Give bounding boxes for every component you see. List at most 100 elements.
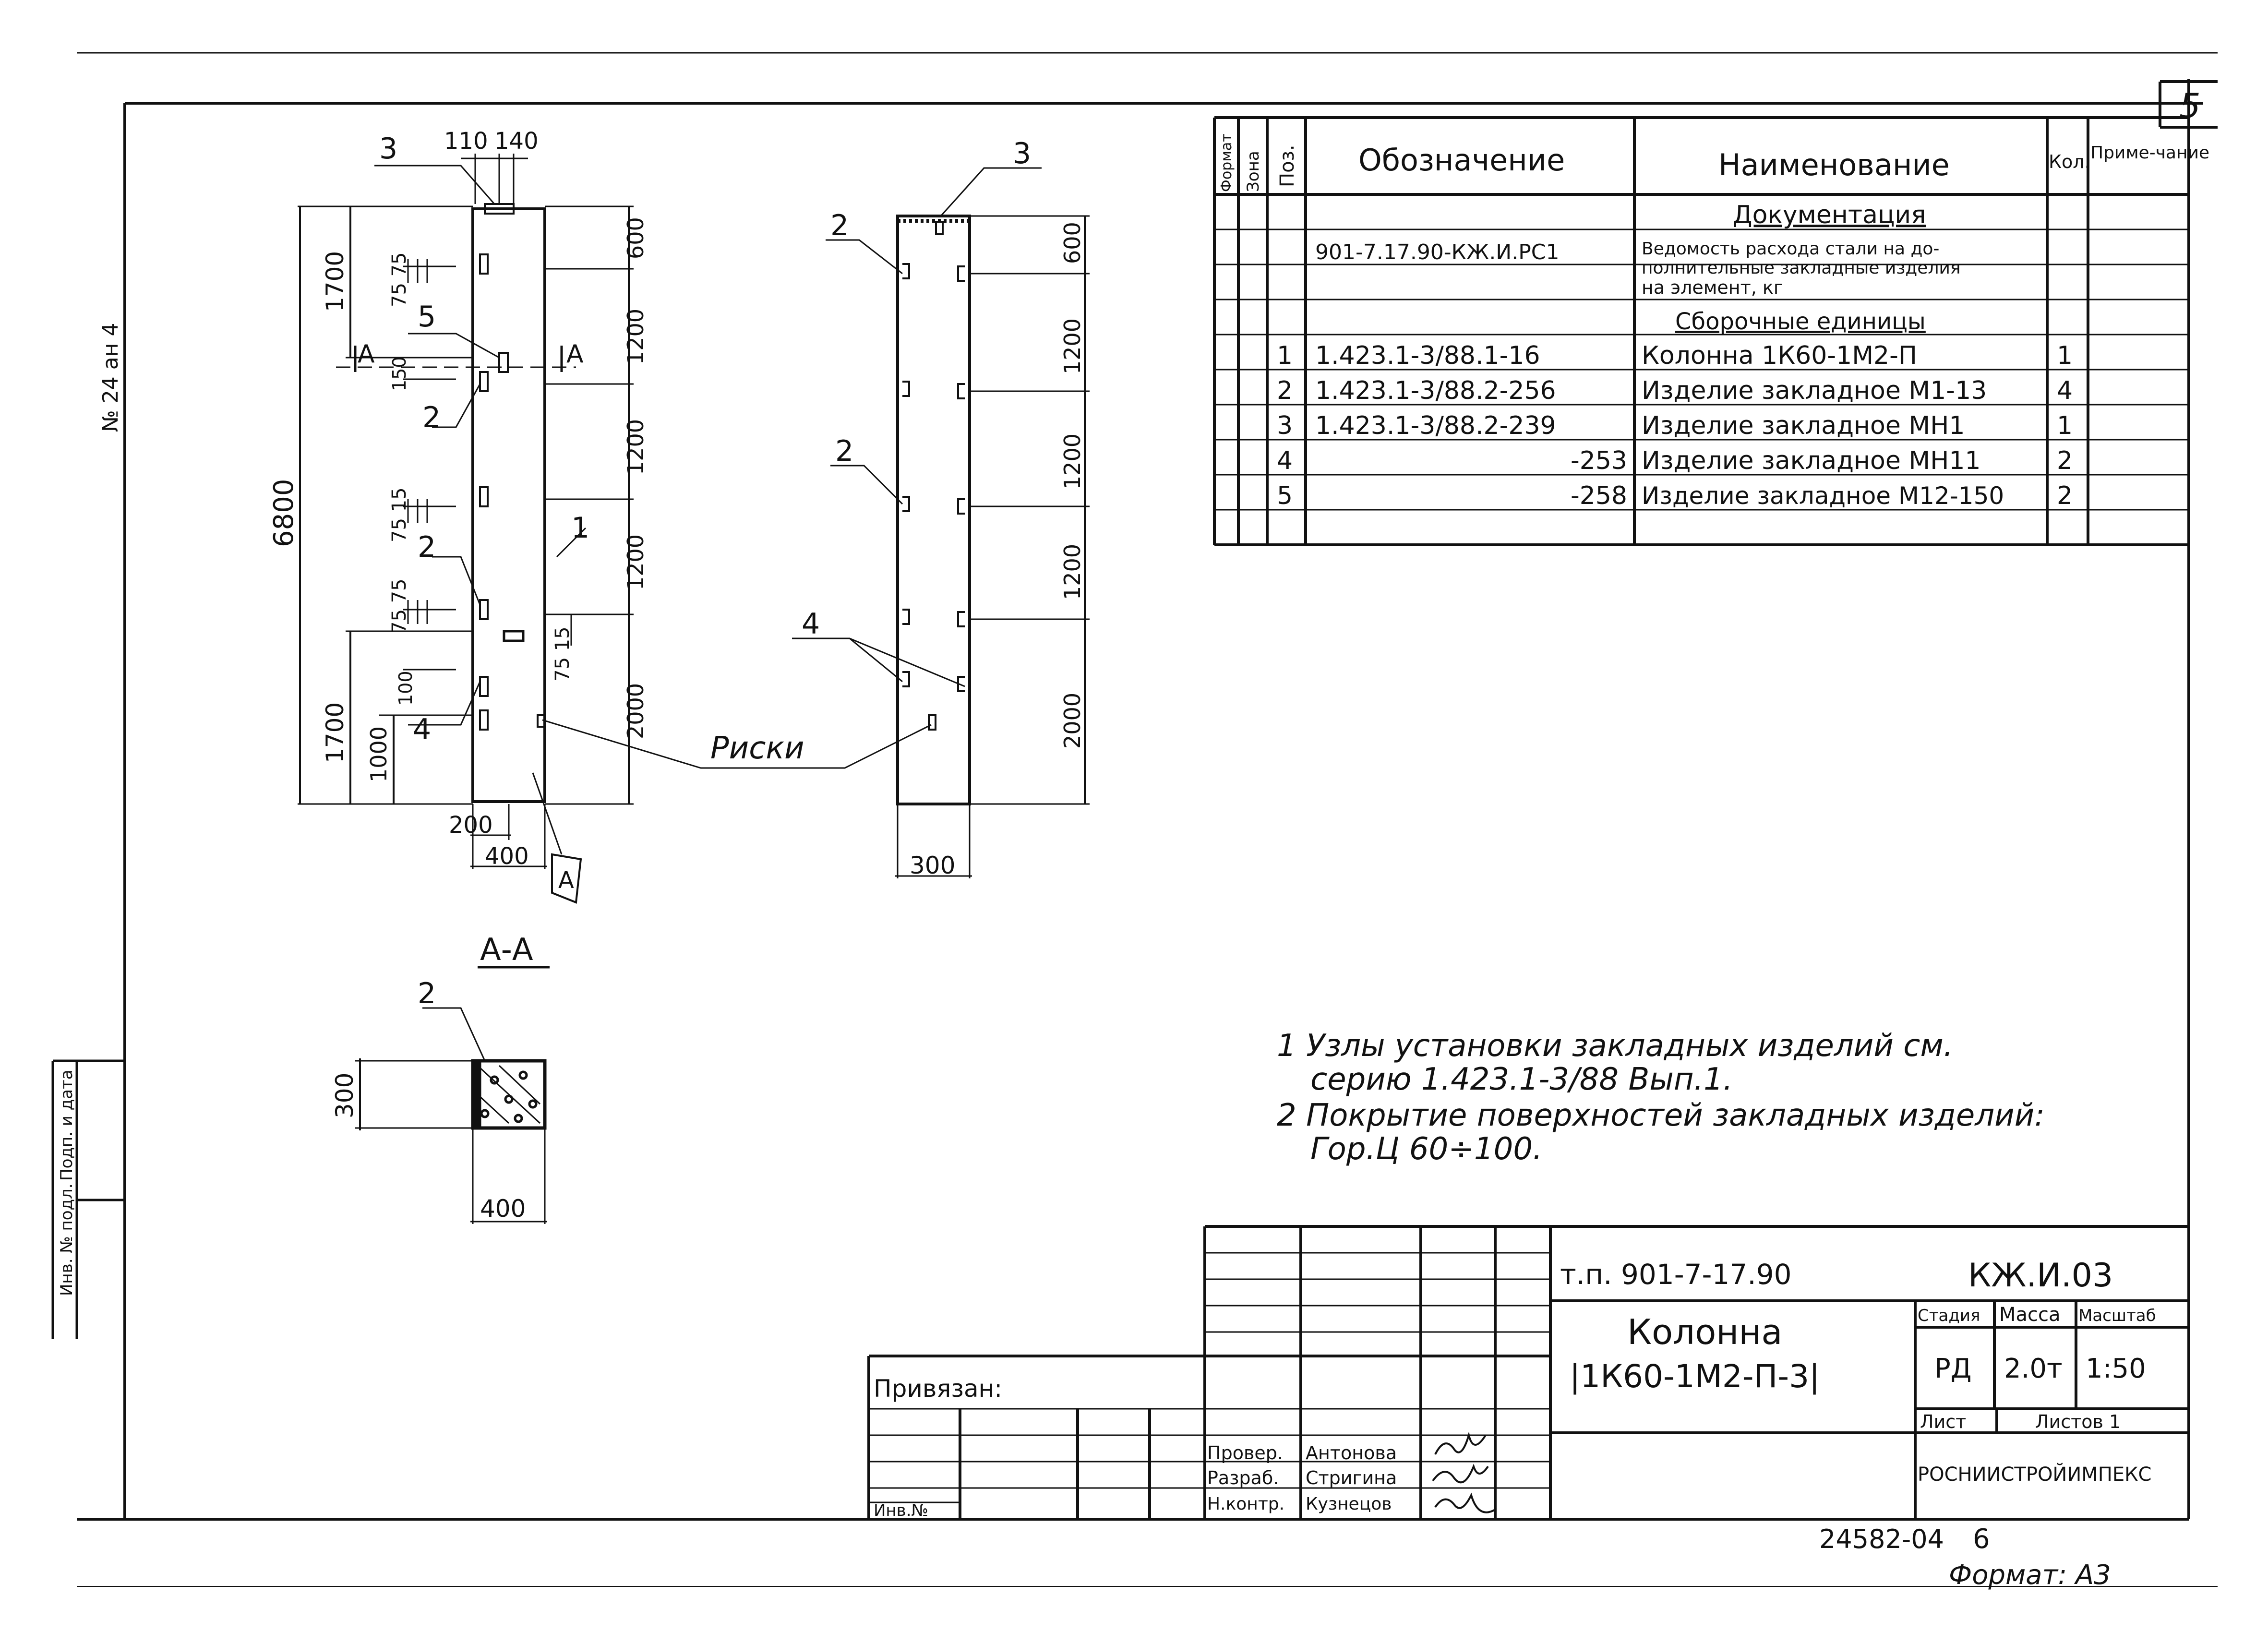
side-right-2000: 2000 xyxy=(1059,693,1085,749)
leader-4: 4 xyxy=(413,713,431,746)
riski-label: Риски xyxy=(710,731,804,766)
top-width-110: 110 xyxy=(444,128,488,155)
row-4-name: Сборочные единицы xyxy=(1675,308,1926,335)
side-view: 3 2 2 4 600 1200 1200 1200 2000 300 xyxy=(542,137,1090,879)
leader-1: 1 xyxy=(571,511,589,545)
side-right-1200-c: 1200 xyxy=(1059,544,1085,600)
top-width-140: 140 xyxy=(494,128,539,155)
pair-75-c: 75 75 xyxy=(388,578,410,634)
row-9-name: Изделие закладное М12-150 xyxy=(1642,482,2004,510)
footer-archive: 24582-04 xyxy=(1819,1524,1944,1554)
tb-mass: 2.0т xyxy=(2004,1353,2063,1384)
tb-role-3: Н.контр. xyxy=(1207,1494,1284,1514)
row-5-pos: 1 xyxy=(1277,341,1293,370)
side-right-600: 600 xyxy=(1059,222,1085,264)
hdr-qty: Кол. xyxy=(2049,151,2090,172)
section-aa: А-А 2 300 400 xyxy=(331,932,550,1224)
row-8-pos: 4 xyxy=(1277,446,1293,475)
section-mark-right: А xyxy=(566,340,584,369)
row-7-name: Изделие закладное МН1 xyxy=(1642,411,1965,440)
bottom-400: 400 xyxy=(485,843,529,870)
row-2-name: полнительные закладные изделия xyxy=(1642,258,1961,278)
hdr-zone: Зона xyxy=(1244,151,1263,192)
leader-5: 5 xyxy=(418,300,436,334)
front-view: 110 140 6800 1700 1700 1000 100 150 75 7… xyxy=(268,128,648,904)
dim-100: 100 xyxy=(395,671,416,706)
tb-name-3: Кузнецов xyxy=(1306,1494,1392,1514)
front-right-2000: 2000 xyxy=(623,683,648,739)
dim-1000: 1000 xyxy=(366,726,392,782)
row-8-name: Изделие закладное МН11 xyxy=(1642,446,1981,475)
footer-page: 6 xyxy=(1973,1524,1990,1555)
tb-name-1: Антонова xyxy=(1306,1442,1397,1464)
section-aa-title: А-А xyxy=(480,932,533,968)
side-leader-2-b: 2 xyxy=(835,434,853,468)
row-8-designation: -253 xyxy=(1571,446,1627,475)
hdr-pos: Поз. xyxy=(1276,144,1298,187)
note-line-2: серию 1.423.1-3/88 Вып.1. xyxy=(1310,1062,1733,1097)
tb-code: КЖ.И.03 xyxy=(1968,1257,2113,1295)
tb-privyazan: Привязан: xyxy=(874,1375,1002,1403)
row-1-designation: 901-7.17.90-КЖ.И.РС1 xyxy=(1315,240,1559,264)
side-top-note: № 24 ан 4 xyxy=(98,323,123,432)
dim-1700-lower: 1700 xyxy=(321,702,349,763)
section-mark-left: А xyxy=(358,340,375,369)
row-9-designation: -258 xyxy=(1571,481,1627,510)
row-6-pos: 2 xyxy=(1277,376,1293,405)
section-dim-400: 400 xyxy=(480,1195,526,1223)
tb-project: т.п. 901-7-17.90 xyxy=(1560,1258,1792,1291)
tb-scale: 1:50 xyxy=(2086,1353,2146,1384)
note-line-4: Гор.Ц 60÷100. xyxy=(1310,1131,1542,1167)
dim-75-15: 75 15 xyxy=(552,626,574,682)
row-0-name: Документация xyxy=(1733,201,1926,229)
row-6-qty: 4 xyxy=(2057,376,2073,405)
row-8-qty: 2 xyxy=(2057,446,2073,475)
leader-2-a: 2 xyxy=(422,401,441,434)
section-label-2: 2 xyxy=(418,977,436,1010)
side-right-1200-b: 1200 xyxy=(1059,433,1085,490)
row-7-qty: 1 xyxy=(2057,411,2073,440)
row-7-designation: 1.423.1-3/88.2-239 xyxy=(1315,411,1556,440)
tb-name-2: Стригина xyxy=(1306,1467,1397,1488)
row-3-name: на элемент, кг xyxy=(1642,277,1783,298)
column-outline xyxy=(471,207,546,803)
row-1-name: Ведомость расхода стали на до- xyxy=(1642,239,1939,259)
tb-role-1: Провер. xyxy=(1207,1442,1283,1464)
section-mark-circle: А xyxy=(558,867,574,894)
side-leader-4: 4 xyxy=(802,607,820,641)
row-7-pos: 3 xyxy=(1277,411,1293,440)
side-right-1200-a: 1200 xyxy=(1059,318,1085,374)
tb-mass-header: Масса xyxy=(1999,1304,2061,1326)
row-6-designation: 1.423.1-3/88.2-256 xyxy=(1315,376,1556,405)
tb-title-2: |1К60-1М2-П-3| xyxy=(1570,1358,1820,1395)
leader-2-b: 2 xyxy=(418,530,436,564)
row-5-qty: 1 xyxy=(2057,341,2073,370)
tb-title-1: Колонна xyxy=(1627,1312,1783,1352)
side-column-outline xyxy=(896,215,971,805)
spec-table: Формат Зона Поз. Обозначение Наименовани… xyxy=(1213,116,2209,546)
tb-organization: РОСНИИСТРОЙИМПЕКС xyxy=(1918,1463,2151,1486)
row-6-name: Изделие закладное М1-13 xyxy=(1642,376,1987,405)
tb-stage: РД xyxy=(1934,1353,1972,1384)
row-9-pos: 5 xyxy=(1277,481,1293,510)
note-line-1: 1 Узлы установки закладных изделий см. xyxy=(1277,1028,1953,1064)
dim-6800: 6800 xyxy=(268,479,300,547)
hdr-note: Приме-чание xyxy=(2090,143,2209,163)
front-right-1200-b: 1200 xyxy=(623,419,648,475)
row-5-designation: 1.423.1-3/88.1-16 xyxy=(1315,341,1540,370)
tb-sheets-label: Листов 1 xyxy=(2035,1411,2121,1432)
row-9-qty: 2 xyxy=(2057,481,2073,510)
hdr-designation: Обозначение xyxy=(1358,143,1565,178)
tb-inv: Инв.№ xyxy=(874,1501,928,1520)
side-bottom-300: 300 xyxy=(910,852,955,879)
bottom-200: 200 xyxy=(449,812,493,839)
pair-75-b: 75 15 xyxy=(388,487,410,542)
hdr-format: Формат xyxy=(1218,133,1235,192)
signatures xyxy=(1432,1431,1496,1513)
side-stamp xyxy=(51,1059,125,1339)
note-line-3: 2 Покрытие поверхностей закладных издели… xyxy=(1277,1098,2045,1133)
tb-sheet-label: Лист xyxy=(1920,1411,1966,1432)
footer-format: Формат: А3 xyxy=(1949,1560,2111,1591)
notes: 1 Узлы установки закладных изделий см. с… xyxy=(1277,1028,2045,1167)
